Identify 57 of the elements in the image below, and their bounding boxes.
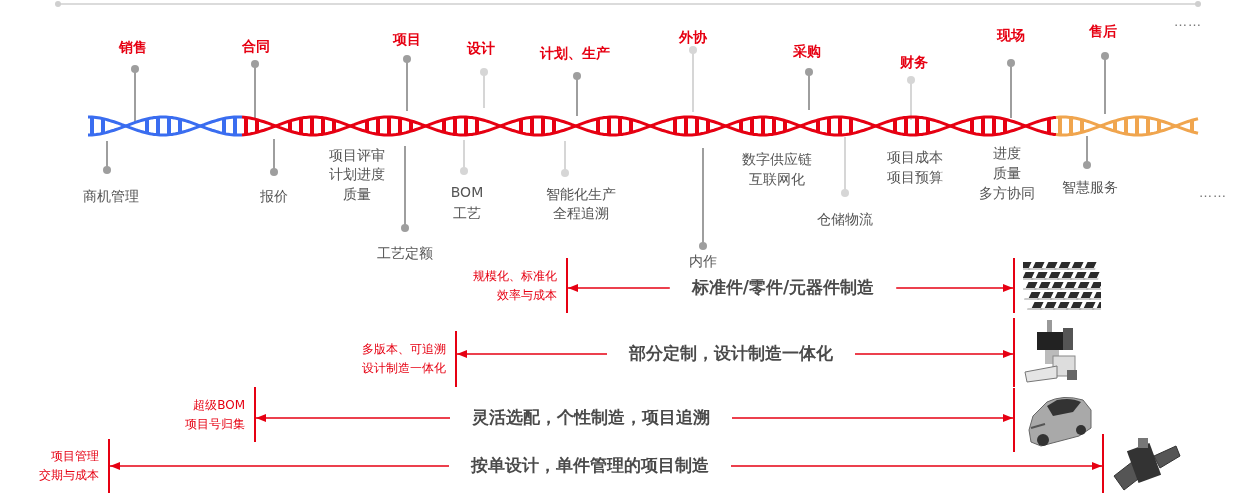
function-label: 仓储物流 <box>817 210 873 228</box>
arrow <box>109 462 450 470</box>
department-label: 外协 <box>679 28 707 46</box>
note-text: 效率与成本 <box>497 286 557 304</box>
department-label: 现场 <box>997 26 1025 44</box>
function-label: 项目评审 <box>329 146 385 164</box>
limit-marker <box>185 387 256 442</box>
ellipsis: …… <box>1174 14 1202 30</box>
stage-title: 按单设计，单件管理的项目制造 <box>471 453 709 479</box>
note-text: 项目号归集 <box>185 415 245 433</box>
note-text: 规模化、标准化 <box>473 267 557 285</box>
department-label: 设计 <box>467 39 495 57</box>
parts-drawing <box>1013 258 1101 313</box>
arrow <box>895 284 1014 292</box>
function-label: 质量 <box>343 185 371 203</box>
limit-marker <box>39 439 110 493</box>
function-label: 工艺 <box>453 204 481 222</box>
stage-title: 灵活选配，个性制造，项目追溯 <box>472 405 710 431</box>
department-label: 采购 <box>793 42 821 60</box>
function-label: 工艺定额 <box>377 244 433 262</box>
department-label: 计划、生产 <box>540 44 610 62</box>
department-label: 销售 <box>119 38 147 56</box>
department-label: 合同 <box>242 37 270 55</box>
department-label: 项目 <box>393 30 421 48</box>
department-label: 财务 <box>900 53 928 71</box>
function-label: 进度 <box>993 144 1021 162</box>
function-label: 计划进度 <box>329 165 385 183</box>
arrow <box>255 414 451 422</box>
arrow <box>567 284 671 292</box>
function-label: 报价 <box>260 187 288 205</box>
function-label: 多方协同 <box>979 184 1035 202</box>
arrow <box>456 350 608 358</box>
limit-marker <box>362 331 457 387</box>
function-label: 项目成本 <box>887 148 943 166</box>
stage-title: 部分定制，设计制造一体化 <box>629 341 833 367</box>
function-label: 项目预算 <box>887 168 943 186</box>
function-label: BOM <box>450 183 484 201</box>
note-text: 超级BOM <box>193 396 245 414</box>
department-label: 售后 <box>1089 22 1117 40</box>
function-label: 商机管理 <box>83 187 139 205</box>
arrow <box>854 350 1014 358</box>
note-text: 项目管理 <box>51 448 99 465</box>
note-text: 设计制造一体化 <box>362 360 446 377</box>
note-text: 多版本、可追溯 <box>362 341 446 358</box>
ellipsis: …… <box>1199 185 1227 201</box>
arrow <box>730 462 1103 470</box>
function-label: 全程追溯 <box>553 204 609 222</box>
arrow <box>731 414 1014 422</box>
note-text: 交期与成本 <box>39 467 99 484</box>
function-label: 互联网化 <box>749 170 805 188</box>
limit-marker <box>473 258 568 313</box>
function-label: 智慧服务 <box>1062 178 1118 196</box>
function-label: 智能化生产 <box>546 185 616 203</box>
function-label: 质量 <box>993 164 1021 182</box>
stage-title: 标准件/零件/元器件制造 <box>691 275 875 301</box>
function-label: 内作 <box>689 252 717 270</box>
function-label: 数字供应链 <box>742 150 812 168</box>
